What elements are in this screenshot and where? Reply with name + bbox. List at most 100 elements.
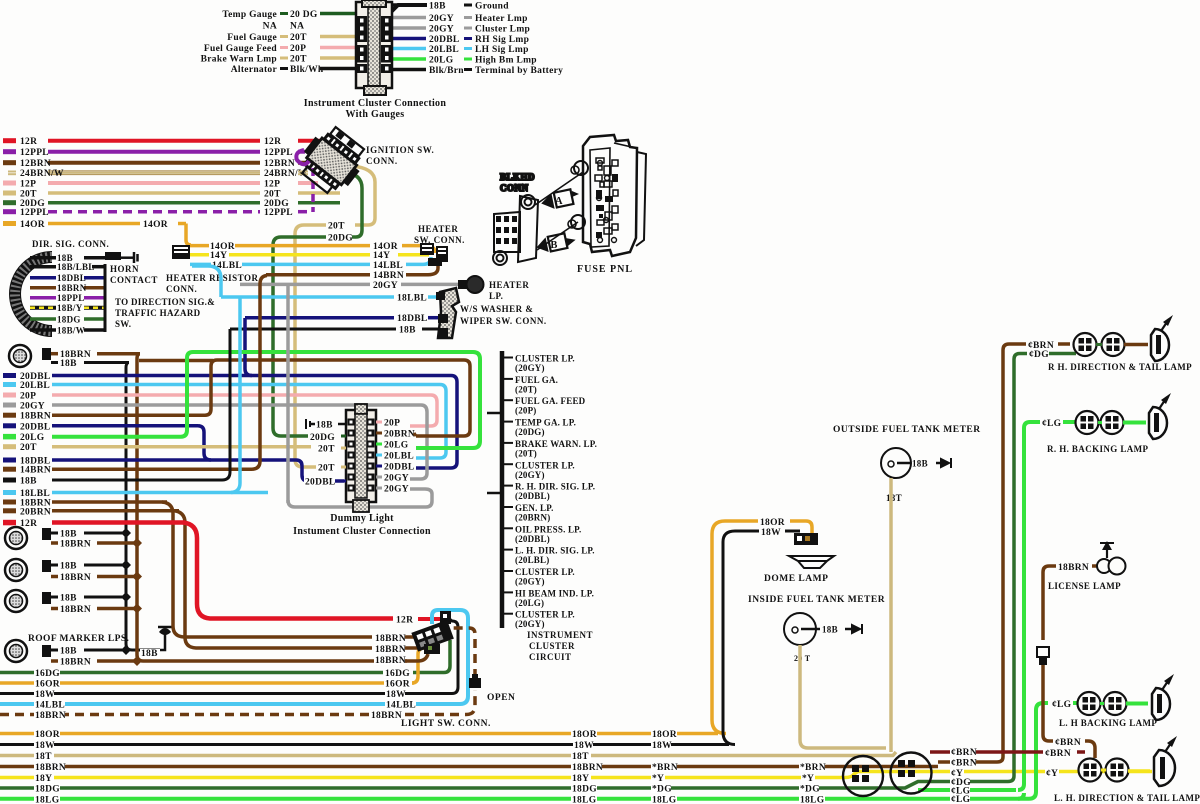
svg-text:18B: 18B [60,359,77,369]
svg-text:16OR: 16OR [35,680,60,690]
svg-text:18B: 18B [316,421,333,431]
svg-text:14BRN: 14BRN [20,466,51,476]
svg-text:18BRN: 18BRN [35,763,66,773]
svg-text:CLUSTER LP.: CLUSTER LP. [515,567,575,577]
svg-text:18DG: 18DG [572,785,597,795]
svg-text:18BRN: 18BRN [57,283,87,293]
svg-text:Cluster Lmp: Cluster Lmp [475,25,530,35]
svg-text:20LG: 20LG [20,433,45,443]
svg-text:(20DBL): (20DBL) [515,491,550,501]
svg-text:16DG: 16DG [385,669,410,679]
svg-text:12P: 12P [264,180,280,190]
svg-text:CONN: CONN [500,183,529,193]
svg-text:CIRCUIT: CIRCUIT [529,652,572,662]
svg-text:RH Sig Lmp: RH Sig Lmp [475,35,529,45]
svg-text:GEN. LP.: GEN. LP. [515,503,554,513]
svg-text:14OR: 14OR [20,220,45,230]
svg-text:HEATER RESISTOR: HEATER RESISTOR [166,273,258,283]
svg-text:L. H. DIR. SIG. LP.: L. H. DIR. SIG. LP. [515,546,595,556]
svg-text:18BRN: 18BRN [60,658,91,668]
svg-text:18B: 18B [60,647,77,657]
svg-text:18DBL: 18DBL [20,457,51,467]
svg-text:20DBL: 20DBL [429,35,460,45]
svg-text:CLUSTER LP.: CLUSTER LP. [515,610,575,620]
svg-text:14OR: 14OR [143,220,168,230]
svg-text:20T: 20T [20,443,37,453]
svg-text:ROOF MARKER LPS.: ROOF MARKER LPS. [28,634,129,644]
svg-text:Temp Gauge: Temp Gauge [222,10,277,20]
svg-text:18T: 18T [35,752,52,762]
svg-text:24BRN/W: 24BRN/W [264,169,308,179]
svg-text:With Gauges: With Gauges [346,109,405,120]
svg-text:18LG: 18LG [652,795,677,804]
svg-text:18DBL: 18DBL [397,314,428,324]
svg-text:18BRN: 18BRN [20,499,51,509]
svg-text:BRAKE WARN. LP.: BRAKE WARN. LP. [515,439,597,449]
svg-text:18B: 18B [60,562,77,572]
svg-text:Blk/Wh: Blk/Wh [290,65,324,75]
svg-text:R. H. BACKING LAMP: R. H. BACKING LAMP [1047,444,1149,454]
svg-text:HEATER: HEATER [418,224,458,234]
svg-text:¢Y: ¢Y [951,769,963,779]
svg-text:20LBL: 20LBL [384,452,414,462]
svg-text:14LBL: 14LBL [212,261,242,271]
svg-text:(20DBL): (20DBL) [515,534,550,544]
svg-text:18B: 18B [399,326,416,336]
svg-text:SW. CONN.: SW. CONN. [414,235,465,245]
svg-text:TRAFFIC HAZARD: TRAFFIC HAZARD [115,308,201,318]
svg-text:20GY: 20GY [373,281,398,291]
svg-text:(20LBL): (20LBL) [515,555,549,565]
svg-text:CONN.: CONN. [166,284,197,294]
svg-text:(20T): (20T) [515,448,537,458]
svg-text:LH Sig Lmp: LH Sig Lmp [475,45,529,55]
svg-text:18B: 18B [822,625,838,635]
svg-text:18BRN: 18BRN [20,412,51,422]
svg-text:18BRN: 18BRN [375,645,406,655]
svg-text:¢BRN: ¢BRN [1028,341,1054,351]
svg-text:L. H. DIRECTION & TAIL LAMP: L. H. DIRECTION & TAIL LAMP [1054,793,1200,803]
svg-text:Brake Warn Lmp: Brake Warn Lmp [201,55,277,65]
svg-text:¢DG: ¢DG [951,778,971,788]
svg-text:18T: 18T [886,493,902,503]
svg-text:18BRN: 18BRN [375,656,406,666]
svg-text:12P: 12P [20,180,36,190]
svg-text:DOME LAMP: DOME LAMP [764,574,828,584]
svg-text:20LG: 20LG [429,56,454,66]
svg-text:12BRN: 12BRN [264,159,295,169]
svg-text:(20LG): (20LG) [515,598,544,608]
svg-text:12BRN: 12BRN [20,159,51,169]
svg-text:A: A [555,196,563,207]
svg-text:14BRN: 14BRN [373,271,404,281]
svg-text:18BRN: 18BRN [371,711,402,721]
svg-text:18OR: 18OR [35,730,60,740]
svg-text:R. H. DIR. SIG. LP.: R. H. DIR. SIG. LP. [515,482,595,492]
svg-text:Instument Cluster Connection: Instument Cluster Connection [293,526,431,537]
svg-text:(20GY): (20GY) [515,363,545,373]
svg-text:18BRN: 18BRN [35,711,66,721]
svg-text:20P: 20P [290,44,306,54]
svg-text:18B: 18B [141,649,158,659]
svg-text:20GY: 20GY [429,14,454,24]
svg-text:14Y: 14Y [210,251,227,261]
svg-text:14LBL: 14LBL [386,701,416,711]
svg-text:(20P): (20P) [515,406,537,416]
svg-text:18B: 18B [60,594,77,604]
svg-text:Dummy Light: Dummy Light [330,513,394,524]
svg-text:Heater Lmp: Heater Lmp [475,14,528,24]
svg-text:20T: 20T [264,190,281,200]
svg-text:Fuel Gauge: Fuel Gauge [227,33,277,43]
svg-text:(20BRN): (20BRN) [515,512,550,522]
svg-text:18BRN: 18BRN [1058,563,1089,573]
svg-text:18W: 18W [35,741,55,751]
svg-text:*DG: *DG [800,785,820,795]
svg-text:20T: 20T [290,33,307,43]
svg-text:20DBL: 20DBL [305,478,336,488]
svg-text:18DBL: 18DBL [57,273,86,283]
svg-text:20T: 20T [318,464,335,474]
svg-text:16DG: 16DG [35,669,60,679]
svg-text:18W: 18W [761,528,781,538]
svg-text:FUSE PNL: FUSE PNL [577,264,633,275]
svg-text:18B: 18B [429,2,446,12]
svg-text:14OR: 14OR [210,242,235,252]
svg-text:LICENSE LAMP: LICENSE LAMP [1048,581,1121,591]
